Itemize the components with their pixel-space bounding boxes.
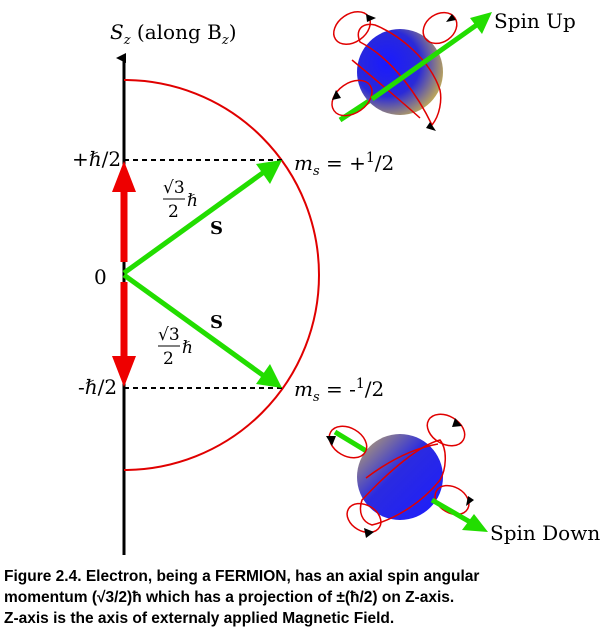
spin-up-sphere: [331, 11, 492, 131]
vector-label-up: S: [210, 218, 223, 239]
ms-down-label: ms = -1/2: [294, 376, 384, 405]
caption-line-2: momentum (√3/2)ħ which has a projection …: [4, 589, 455, 606]
figure-caption: Figure 2.4. Electron, being a FERMION, h…: [4, 566, 596, 629]
spin-down-label: Spin Down: [490, 521, 600, 545]
spin-vector-down: [122, 272, 282, 388]
svg-text:√3: √3: [163, 178, 185, 198]
axis-label: Sz (along Bz): [110, 20, 237, 48]
projection-arrow-down: [112, 282, 136, 387]
spin-arc: [123, 79, 320, 471]
projection-arrow-up: [112, 161, 136, 262]
svg-text:√3: √3: [158, 325, 180, 345]
svg-text:2: 2: [163, 349, 174, 369]
svg-text:2: 2: [168, 202, 179, 222]
vector-label-down: S: [210, 312, 223, 333]
magnitude-label-up: √3 2 ℏ: [163, 178, 198, 222]
svg-text:ℏ: ℏ: [187, 191, 198, 211]
magnitude-label-down: √3 2 ℏ: [158, 325, 193, 369]
minus-hbar-label: -ℏ/2: [78, 375, 117, 399]
svg-text:ℏ: ℏ: [182, 338, 193, 358]
spin-up-label: Spin Up: [494, 9, 576, 33]
spin-down-sphere: [326, 413, 488, 538]
spin-diagram: Sz (along Bz) +ℏ/2 0 -ℏ/2 ms = +1/2 ms =…: [72, 9, 600, 555]
plus-hbar-label: +ℏ/2: [72, 147, 121, 171]
caption-line-3: Z-axis is the axis of externaly applied …: [4, 610, 395, 627]
zero-label: 0: [94, 265, 107, 289]
ms-up-label: ms = +1/2: [294, 150, 394, 179]
spin-vector-up: [122, 160, 282, 276]
caption-line-1: Figure 2.4. Electron, being a FERMION, h…: [4, 568, 480, 585]
